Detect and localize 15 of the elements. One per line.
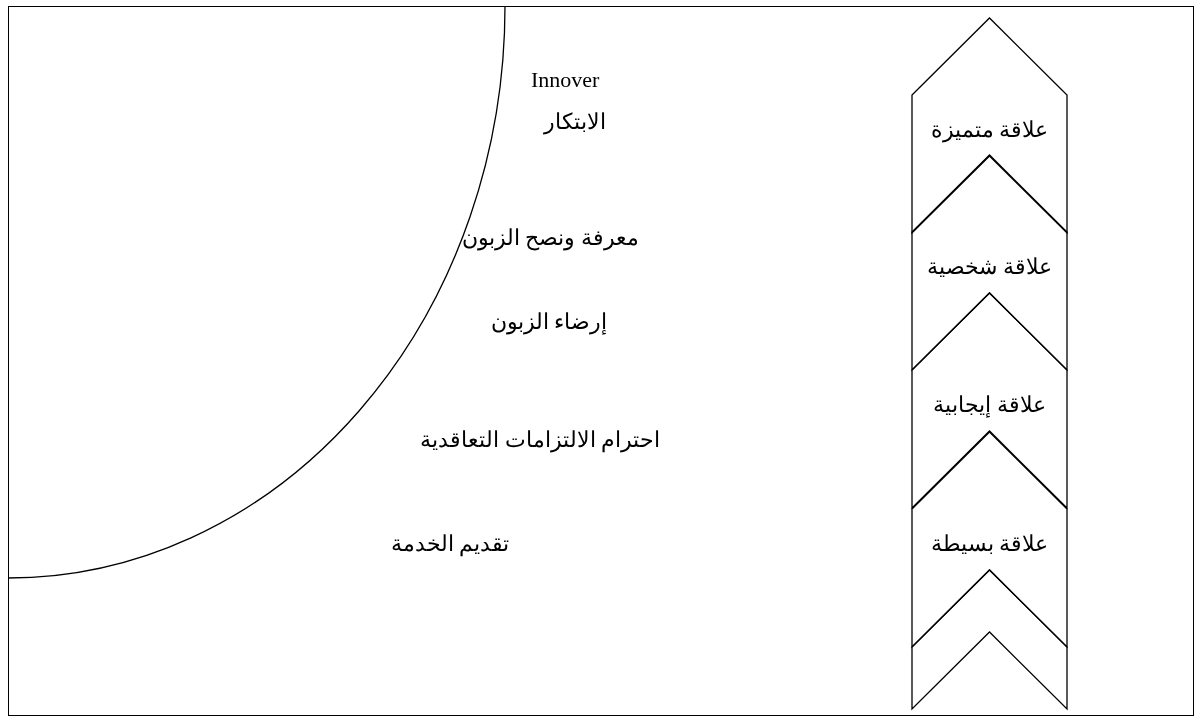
text-label: الابتكار (544, 109, 606, 135)
chevron-label: علاقة بسيطة (930, 531, 1048, 557)
chevron-label: علاقة شخصية (927, 254, 1052, 280)
text-label: إرضاء الزبون (490, 309, 607, 335)
chevron-shape (912, 18, 1067, 233)
chevron-label: علاقة إيجابية (933, 392, 1046, 418)
chevron-shape (912, 155, 1067, 370)
text-label: احترام الالتزامات التعاقدية (420, 427, 660, 453)
chevron-label: علاقة متميزة (930, 117, 1048, 143)
text-label: تقديم الخدمة (390, 531, 509, 557)
text-label: Innover (531, 67, 600, 93)
chevron-shape (912, 293, 1067, 508)
chevron-shape (912, 570, 1067, 709)
chevron-shape (912, 432, 1067, 647)
text-label: معرفة ونصح الزبون (461, 225, 639, 251)
